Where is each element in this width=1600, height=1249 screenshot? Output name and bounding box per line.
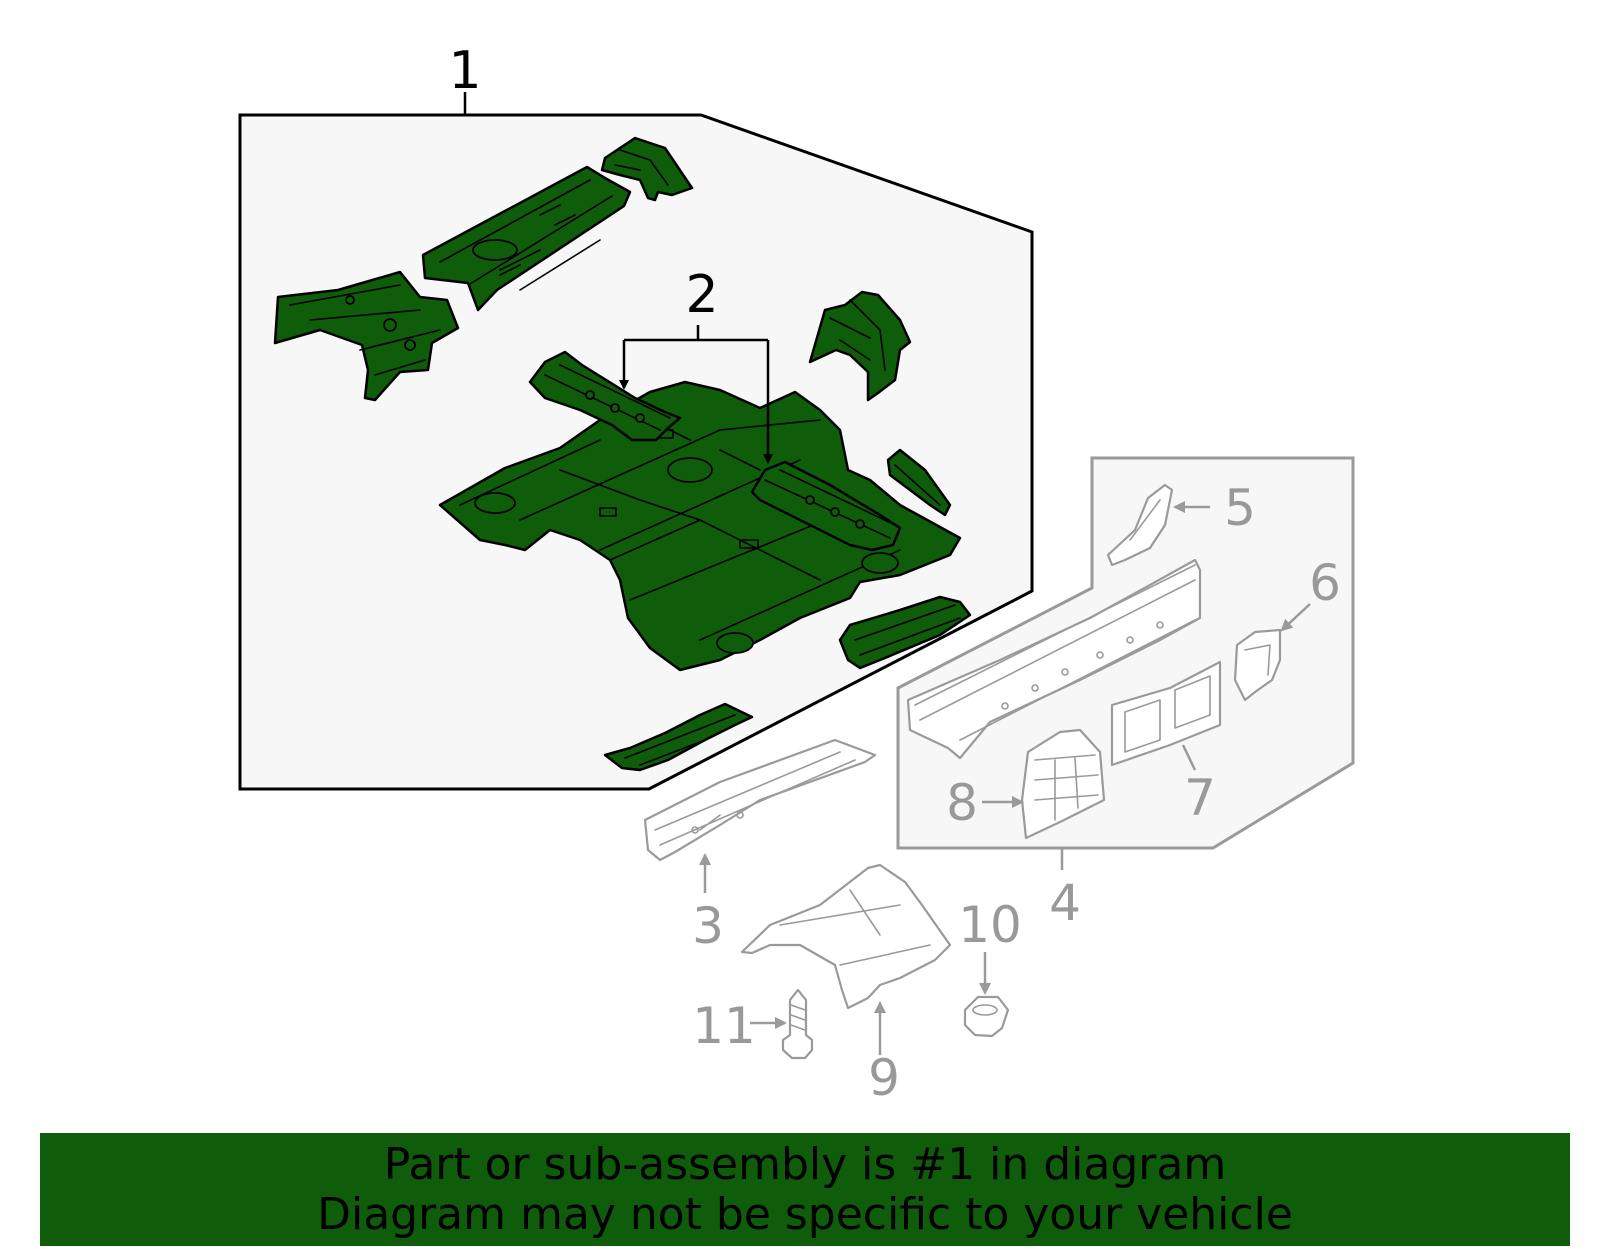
floor-pan-part[interactable] [438, 380, 962, 672]
part-3-rail[interactable] [643, 738, 877, 862]
callout-2-leader [619, 325, 773, 464]
callout-4: 4 [1049, 874, 1081, 932]
right-wheelhouse-bracket-part[interactable] [808, 290, 912, 402]
part-9-heat-shield[interactable] [740, 863, 952, 1010]
callout-1: 1 [448, 41, 481, 101]
info-banner: Part or sub-assembly is #1 in diagram Di… [40, 1133, 1570, 1246]
part-6-bracket[interactable] [1233, 628, 1282, 702]
right-lower-reinforcement-part[interactable] [838, 595, 972, 670]
part-8-bracket[interactable] [1020, 728, 1106, 840]
callout-10: 10 [958, 896, 1022, 954]
part-11-bolt[interactable] [781, 988, 814, 1060]
callout-7: 7 [1184, 769, 1216, 827]
banner-line-2: Diagram may not be specific to your vehi… [317, 1189, 1293, 1240]
callout-2: 2 [685, 265, 718, 325]
seat-crossmember-left-part[interactable] [528, 350, 682, 442]
callout-7-leader [1181, 744, 1197, 771]
part-4-side-rail[interactable] [906, 558, 1202, 760]
seat-crossmember-right-part[interactable] [750, 460, 902, 552]
part-7-panel[interactable] [1110, 660, 1222, 767]
rear-crossmember-part[interactable] [421, 165, 632, 312]
callout-11: 11 [692, 997, 756, 1055]
callout-3: 3 [692, 897, 724, 955]
left-rear-rail-part[interactable] [273, 270, 460, 402]
part-5-bracket[interactable] [1106, 483, 1174, 567]
small-right-bracket-part[interactable] [886, 448, 952, 517]
callout-9: 9 [868, 1049, 900, 1107]
callout-8: 8 [946, 774, 978, 832]
part-10-clip[interactable] [963, 995, 1010, 1038]
callout-6-leader [1280, 603, 1311, 632]
callout-6: 6 [1309, 554, 1341, 612]
front-lower-brace-part[interactable] [603, 702, 754, 772]
rear-corner-bracket-part[interactable] [600, 136, 694, 202]
callout-5: 5 [1224, 479, 1256, 537]
banner-line-1: Part or sub-assembly is #1 in diagram [383, 1139, 1227, 1190]
